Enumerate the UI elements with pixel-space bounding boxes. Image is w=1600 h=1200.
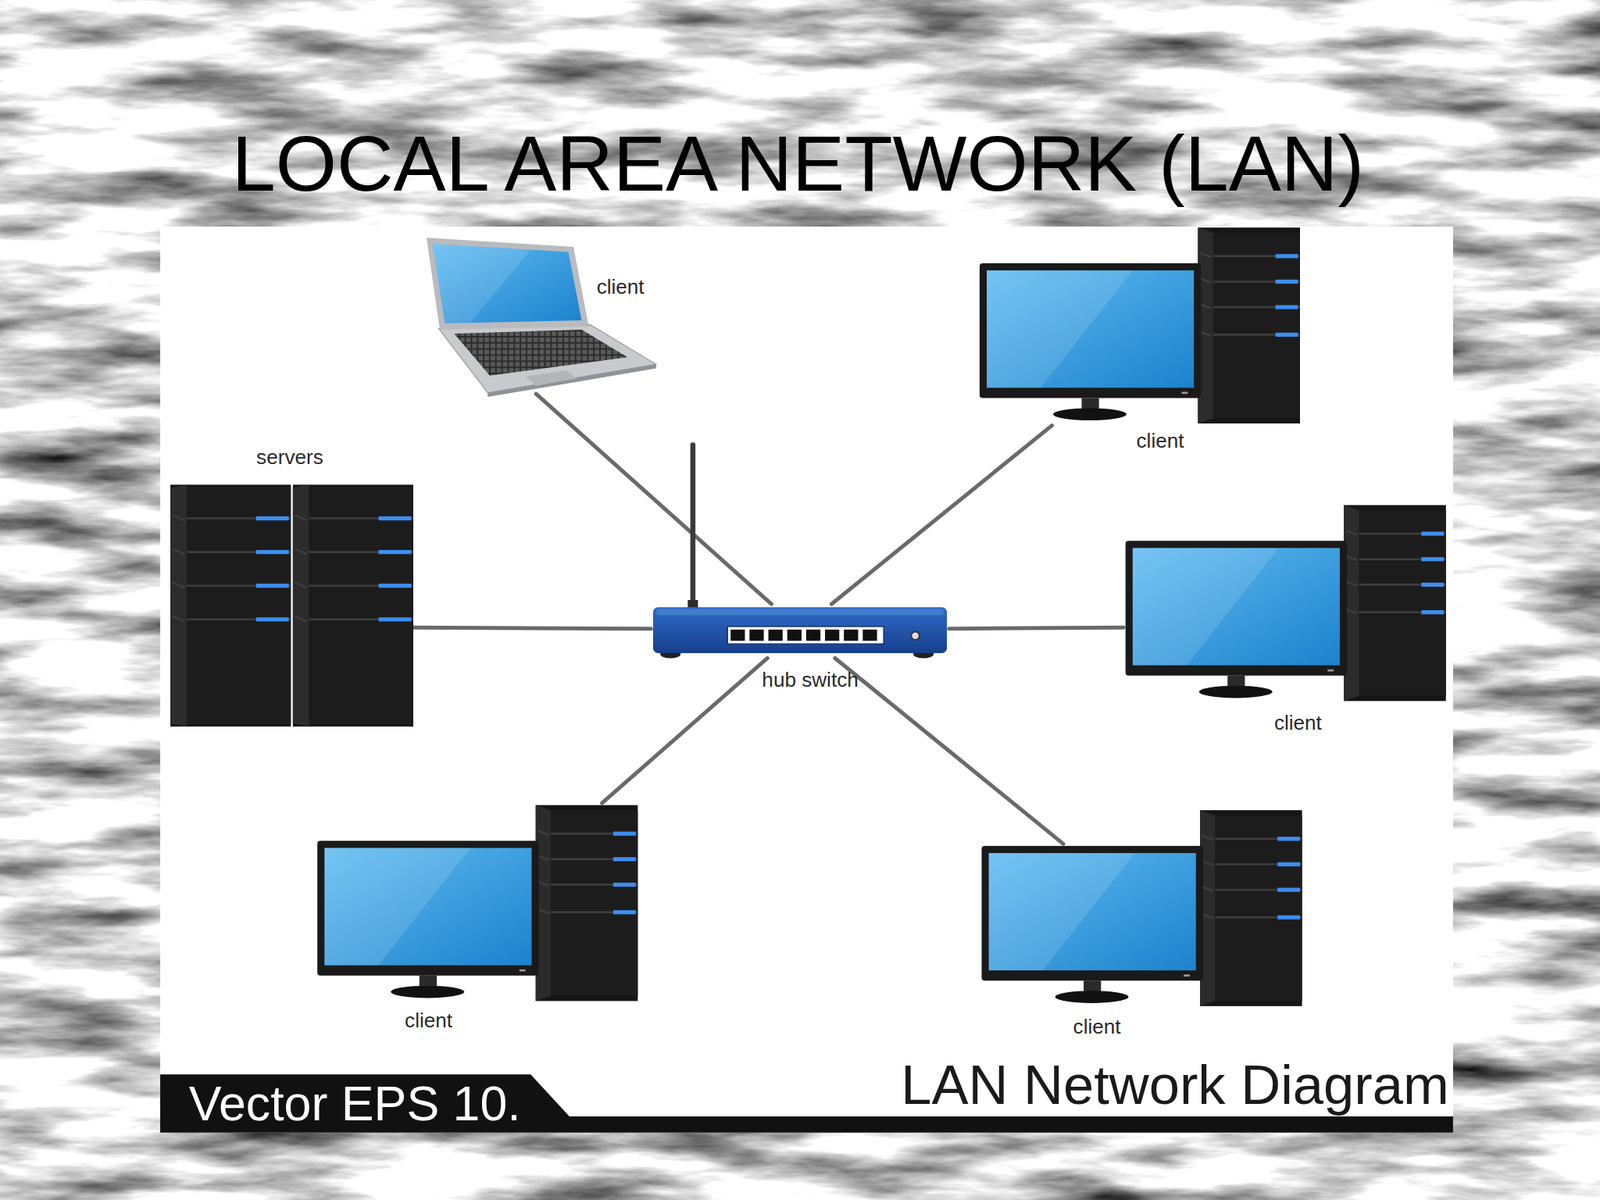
device-node: client (977, 226, 1304, 426)
device-node: client (423, 232, 658, 394)
switch-ports (730, 629, 877, 641)
laptop-base (439, 324, 657, 393)
switch-body (653, 607, 947, 654)
server-tower (292, 484, 414, 727)
desktop-computer (981, 810, 1302, 1007)
network-cable (831, 425, 1052, 605)
hub-switch (653, 444, 947, 658)
device-label: client (1073, 1016, 1122, 1037)
device-label: hub switch (761, 669, 858, 690)
laptop-lid (426, 237, 590, 330)
switch-highlight (656, 609, 944, 616)
network-cable (535, 393, 772, 604)
network-cable (413, 627, 651, 629)
network-cable (949, 627, 1124, 629)
desktop-computer (1125, 505, 1447, 702)
network-cable (602, 657, 768, 803)
laptop-keyboard (453, 329, 628, 376)
laptop-sheen (432, 243, 531, 324)
switch-node: hub switch (650, 603, 949, 658)
server-tower (170, 484, 291, 727)
diagram-caption: LAN Network Diagram (900, 1057, 1449, 1114)
power-socket (910, 631, 919, 640)
desktop-computer (317, 805, 638, 1002)
laptop-screen (432, 243, 583, 324)
laptop (426, 237, 657, 397)
device-label: client (1136, 430, 1185, 451)
footer-tag: Vector EPS 10. (189, 1078, 522, 1129)
device-node: client (315, 803, 637, 1003)
network-cable (835, 657, 1064, 844)
device-label: client (1274, 712, 1322, 733)
desktop-computer (979, 227, 1300, 424)
device-label: servers (256, 446, 324, 468)
port-strip (727, 626, 884, 644)
image-panel (160, 226, 1454, 1133)
device-node: client (1123, 500, 1447, 701)
device-label: client (404, 1010, 453, 1031)
antenna (690, 444, 697, 612)
slide-title: LOCAL AREA NETWORK (LAN) (232, 124, 1365, 204)
device-node: servers (168, 482, 414, 729)
laptop-touchpad (525, 370, 577, 386)
device-label: client (596, 276, 645, 297)
device-node: client (979, 843, 1204, 997)
